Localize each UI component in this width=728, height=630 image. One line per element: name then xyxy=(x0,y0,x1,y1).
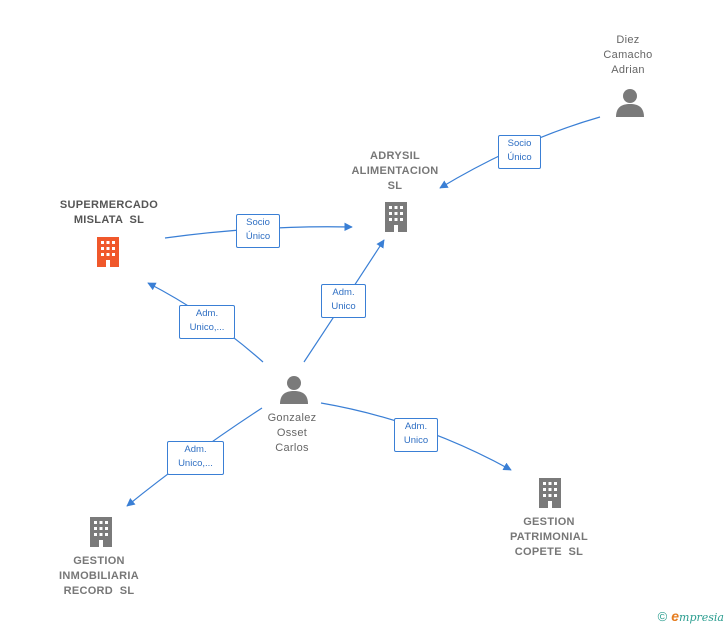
building-icon[interactable] xyxy=(539,478,561,508)
node-label-gonzalez-osset-carlos[interactable]: Gonzalez Osset Carlos xyxy=(267,412,317,454)
person-icon[interactable] xyxy=(280,376,308,404)
person-icon[interactable] xyxy=(616,89,644,117)
copyright-icon: © xyxy=(657,609,668,624)
edge-label-socio-unico[interactable]: Socio Único xyxy=(236,214,280,248)
edge-label-adm-unico-more[interactable]: Adm. Unico,... xyxy=(179,305,235,339)
building-icon[interactable] xyxy=(90,517,112,547)
edge-label-adm-unico[interactable]: Adm. Unico xyxy=(394,418,438,452)
node-label-adrysil-alimentacion[interactable]: ADRYSIL ALIMENTACION SL xyxy=(351,150,439,192)
edge-label-adm-unico-more[interactable]: Adm. Unico,... xyxy=(167,441,224,475)
edge-label-socio-unico[interactable]: Socio Único xyxy=(498,135,541,169)
node-label-diez-camacho-adrian[interactable]: Diez Camacho Adrian xyxy=(603,34,653,76)
node-label-gestion-patrimonial-copete[interactable]: GESTION PATRIMONIAL COPETE SL xyxy=(509,516,589,558)
edge-label-adm-unico[interactable]: Adm. Unico xyxy=(321,284,366,318)
node-label-gestion-inmobiliaria-record[interactable]: GESTION INMOBILIARIA RECORD SL xyxy=(59,555,139,597)
empresia-watermark: ©empresia xyxy=(658,608,724,624)
brand-logo-letter: e xyxy=(671,608,680,624)
brand-name: mpresia xyxy=(679,611,724,624)
building-icon[interactable] xyxy=(97,237,119,267)
node-label-supermercado-mislata[interactable]: SUPERMERCADO MISLATA SL xyxy=(59,199,159,226)
building-icon[interactable] xyxy=(385,202,407,232)
